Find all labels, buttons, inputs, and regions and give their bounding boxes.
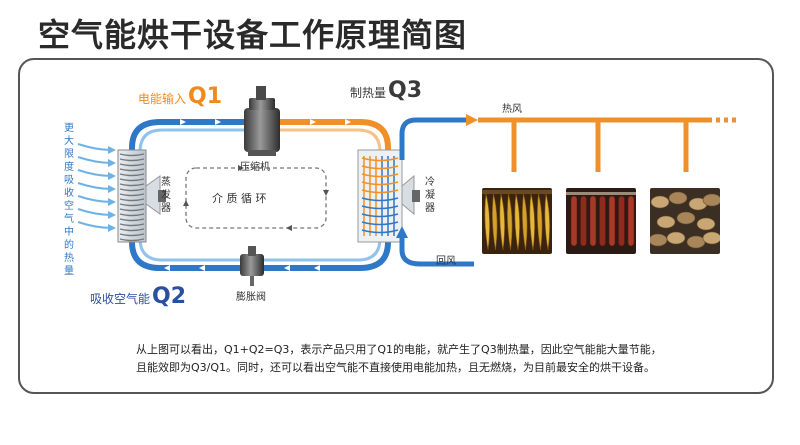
hot-air-duct: [399, 114, 740, 172]
pipe-suction: [129, 119, 245, 152]
description-line-2: 且能效即为Q3/Q1。同时，还可以看出空气能不直接使用电能加热，且无燃烧，为目前…: [136, 361, 656, 374]
hot-air-label: 热风: [502, 104, 522, 115]
drying-product-sausage: [566, 188, 636, 254]
return-air-label: 回风: [436, 256, 456, 267]
return-air-duct: [396, 226, 474, 267]
condenser-coil-icon: [357, 149, 420, 243]
heat-output-label: 制热量Q3: [350, 78, 423, 103]
compressor-icon: [244, 86, 280, 156]
pipe-discharge: [280, 119, 391, 152]
page-title: 空气能烘干设备工作原理简图: [38, 16, 468, 54]
drying-product-mushroom: [650, 188, 720, 254]
air-heat-absorb-label: 更大限度吸收空气中的热量: [64, 123, 74, 277]
expansion-valve-label: 膨胀阀: [236, 292, 266, 303]
cycle-label: 介 质 循 环: [212, 192, 267, 205]
expansion-valve-icon: [240, 246, 264, 286]
evaporator-label: 蒸发器: [161, 177, 171, 214]
drying-product-tobacco: [482, 188, 552, 254]
evaporator-coil-icon: [117, 149, 166, 243]
condenser-label: 冷凝器: [425, 177, 435, 214]
compressor-label: 压缩机: [240, 162, 270, 173]
incoming-air-arrows: [77, 143, 116, 232]
diagram-frame: [18, 58, 774, 394]
medium-cycle-loop: [183, 165, 329, 231]
absorb-air-energy-label: 吸收空气能Q2: [90, 284, 187, 309]
principle-description: 从上图可以看出，Q1+Q2=Q3，表示产品只用了Q1的电能，就产生了Q3制热量，…: [136, 341, 756, 377]
description-line-1: 从上图可以看出，Q1+Q2=Q3，表示产品只用了Q1的电能，就产生了Q3制热量，…: [136, 343, 662, 356]
pipe-expansion: [129, 238, 242, 271]
power-input-label: 电能输入Q1: [138, 84, 223, 109]
